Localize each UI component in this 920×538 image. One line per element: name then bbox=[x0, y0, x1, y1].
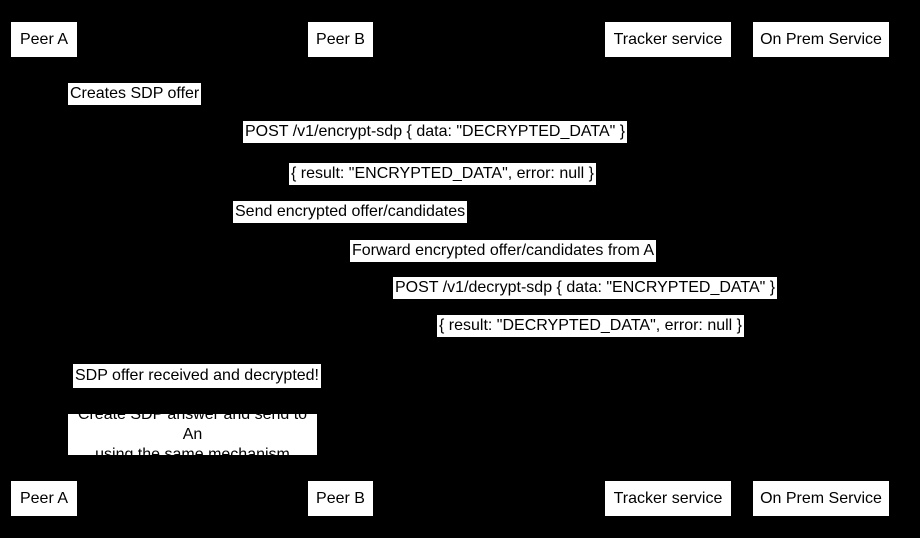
message-post-encrypt-sdp: POST /v1/encrypt-sdp { data: "DECRYPTED_… bbox=[243, 121, 628, 143]
message-creates-sdp-offer: Creates SDP offer bbox=[68, 83, 202, 105]
participant-on-prem-service-bottom: On Prem Service bbox=[753, 481, 889, 516]
participant-tracker-service-bottom: Tracker service bbox=[605, 481, 731, 516]
note-create-sdp-answer: Create SDP answer and send to An using t… bbox=[68, 406, 317, 463]
participant-on-prem-service-top: On Prem Service bbox=[753, 22, 889, 57]
participant-tracker-service-top: Tracker service bbox=[605, 22, 731, 57]
message-forward-encrypted-offer: Forward encrypted offer/candidates from … bbox=[350, 240, 657, 262]
message-encrypt-result: { result: "ENCRYPTED_DATA", error: null … bbox=[289, 163, 597, 185]
message-send-encrypted-offer: Send encrypted offer/candidates bbox=[233, 201, 468, 223]
message-sdp-offer-received: SDP offer received and decrypted! bbox=[73, 364, 321, 388]
message-decrypt-result: { result: "DECRYPTED_DATA", error: null … bbox=[437, 315, 745, 337]
note-line-2: using the same mechanism bbox=[95, 445, 290, 463]
note-line-1: Create SDP answer and send to An bbox=[77, 405, 308, 443]
participant-peer-b-top: Peer B bbox=[308, 22, 373, 57]
participant-peer-a-bottom: Peer A bbox=[11, 481, 77, 516]
participant-peer-b-bottom: Peer B bbox=[308, 481, 373, 516]
message-post-decrypt-sdp: POST /v1/decrypt-sdp { data: "ENCRYPTED_… bbox=[393, 277, 778, 299]
participant-peer-a-top: Peer A bbox=[11, 22, 77, 57]
